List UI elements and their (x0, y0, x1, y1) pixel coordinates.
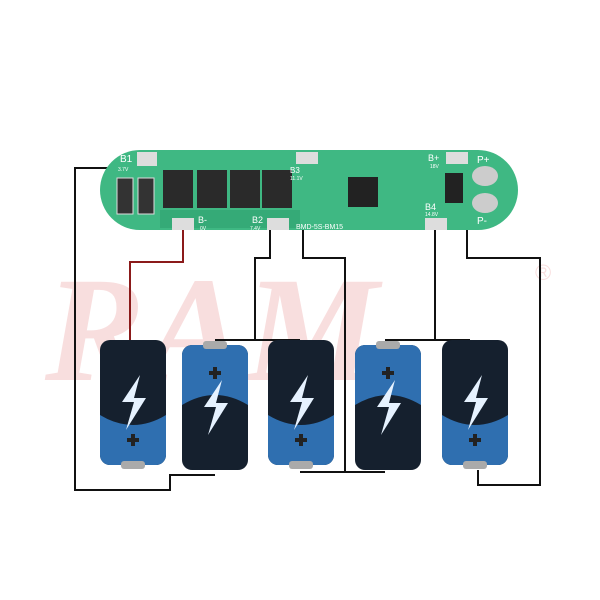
battery-terminal (203, 341, 227, 349)
pad-b3 (296, 152, 318, 164)
resistor (116, 177, 134, 215)
lightning-icon (290, 375, 314, 430)
svg-text:14.8V: 14.8V (425, 212, 439, 218)
svg-text:B-: B- (198, 215, 207, 225)
battery (442, 340, 508, 469)
batteries (100, 340, 508, 470)
pad-pplus (472, 166, 498, 186)
pad-b1 (137, 152, 157, 166)
svg-text:11.1V: 11.1V (290, 176, 303, 182)
svg-text:18V: 18V (430, 164, 440, 170)
battery (268, 340, 334, 469)
pad-bminus (172, 218, 194, 230)
lightning-icon (377, 380, 401, 435)
wire-b2 (215, 225, 300, 341)
resistor (137, 177, 155, 215)
svg-text:0V: 0V (200, 226, 207, 232)
svg-text:B+: B+ (428, 153, 439, 163)
svg-text:P+: P+ (477, 155, 490, 166)
pad-bplus (446, 152, 468, 164)
pad-pminus (472, 193, 498, 213)
svg-text:B1: B1 (120, 154, 133, 165)
svg-text:P-: P- (477, 216, 487, 227)
svg-text:B3: B3 (290, 166, 300, 175)
lightning-icon (464, 375, 488, 430)
svg-text:B4: B4 (425, 202, 436, 212)
ic-chip (348, 177, 378, 207)
battery (100, 340, 166, 469)
svg-text:7.4V: 7.4V (250, 226, 261, 232)
mosfets (163, 170, 292, 208)
battery-terminal (121, 461, 145, 469)
lightning-icon (204, 380, 228, 435)
bms-board: B1 3.7V B- 0V B2 7.4V B3 11.1V B4 14.8V … (100, 150, 518, 232)
wire-b4 (385, 225, 470, 341)
battery-terminal (463, 461, 487, 469)
svg-text:®: ® (535, 260, 551, 285)
battery-terminal (376, 341, 400, 349)
pad-b4 (425, 218, 447, 230)
wire-b3 (300, 158, 385, 473)
svg-text:B2: B2 (252, 215, 263, 225)
svg-text:BMD-5S-BM15: BMD-5S-BM15 (296, 224, 343, 231)
pad-b2 (267, 218, 289, 230)
diode (445, 173, 463, 203)
lightning-icon (122, 375, 146, 430)
wire-bminus (129, 225, 184, 342)
battery-terminal (289, 461, 313, 469)
battery (355, 341, 421, 470)
wire-b1 (74, 167, 215, 491)
battery (182, 341, 248, 470)
svg-text:3.7V: 3.7V (118, 167, 129, 173)
